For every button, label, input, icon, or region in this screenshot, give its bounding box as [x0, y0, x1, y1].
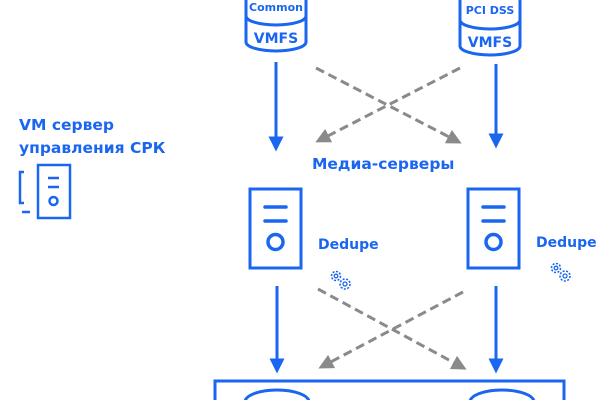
bottom-storage-box	[213, 379, 566, 400]
server-with-monitor-icon	[18, 163, 72, 220]
cylinder-pcidss-top-label: PCI DSS	[466, 4, 515, 17]
dashed-arrow-media-right-to-storage-left	[318, 290, 464, 369]
vm-server-label-line2: управления СРК	[19, 139, 166, 157]
media-server-right-icon	[466, 187, 521, 270]
dashed-arrow-common-to-media-right	[315, 66, 462, 144]
cylinder-pcidss-bottom-label: VMFS	[468, 35, 512, 51]
cylinder-common-top-label: Common	[249, 1, 303, 14]
dashed-arrow-media-left-to-storage-right	[317, 287, 467, 370]
vm-server-label-line1: VM сервер	[19, 116, 115, 134]
dedupe-label-right: Dedupe	[536, 235, 597, 251]
media-servers-label: Медиа-серверы	[312, 155, 455, 173]
gears-icon-left	[330, 270, 351, 290]
cylinder-common-bottom-label: VMFS	[254, 31, 298, 47]
dedupe-label-left: Dedupe	[318, 237, 379, 253]
storage-cylinder-pcidss: PCI DSS VMFS	[458, 0, 522, 57]
media-server-left-icon	[248, 187, 303, 270]
vm-server-label: VM сервер управления СРК	[19, 114, 165, 160]
storage-cylinder-common: Common VMFS	[244, 0, 308, 53]
gears-icon-right	[550, 262, 571, 282]
dashed-arrow-pcidss-to-media-left	[315, 66, 461, 143]
